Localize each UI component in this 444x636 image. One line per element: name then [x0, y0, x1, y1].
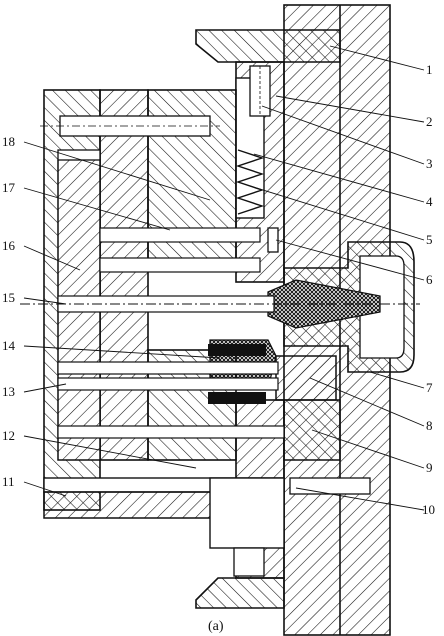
callout-2: 2: [426, 114, 433, 129]
callout-14: 14: [2, 338, 16, 353]
callout-6: 6: [426, 272, 433, 287]
top-plate: [195, 29, 341, 63]
sleeve: [208, 344, 266, 404]
spring: [235, 149, 265, 215]
callout-3: 3: [426, 156, 433, 171]
callout-10: 10: [422, 502, 435, 517]
locating-pin: [267, 227, 279, 253]
spring-pocket: [235, 65, 271, 219]
bottom-plate: [195, 577, 285, 609]
callout-1: 1: [426, 62, 433, 77]
callout-15: 15: [2, 290, 15, 305]
support-plate: [99, 89, 149, 461]
callout-13: 13: [2, 384, 15, 399]
callout-4: 4: [426, 194, 433, 209]
callout-8: 8: [426, 418, 433, 433]
ejector-pins: [57, 227, 285, 439]
callout-16: 16: [2, 238, 16, 253]
callout-7: 7: [426, 380, 433, 395]
callout-18: 18: [2, 134, 15, 149]
callout-11: 11: [2, 474, 15, 489]
callout-17: 17: [2, 180, 16, 195]
callout-9: 9: [426, 460, 433, 475]
molded-part: [267, 279, 381, 329]
leader-lines: [23, 45, 425, 511]
figure-caption: (a): [208, 619, 224, 634]
guide-pin-top: [40, 115, 220, 137]
callout-5: 5: [426, 232, 433, 247]
bottom-rail: [43, 477, 371, 577]
core-insert: [275, 355, 337, 401]
callout-12: 12: [2, 428, 15, 443]
